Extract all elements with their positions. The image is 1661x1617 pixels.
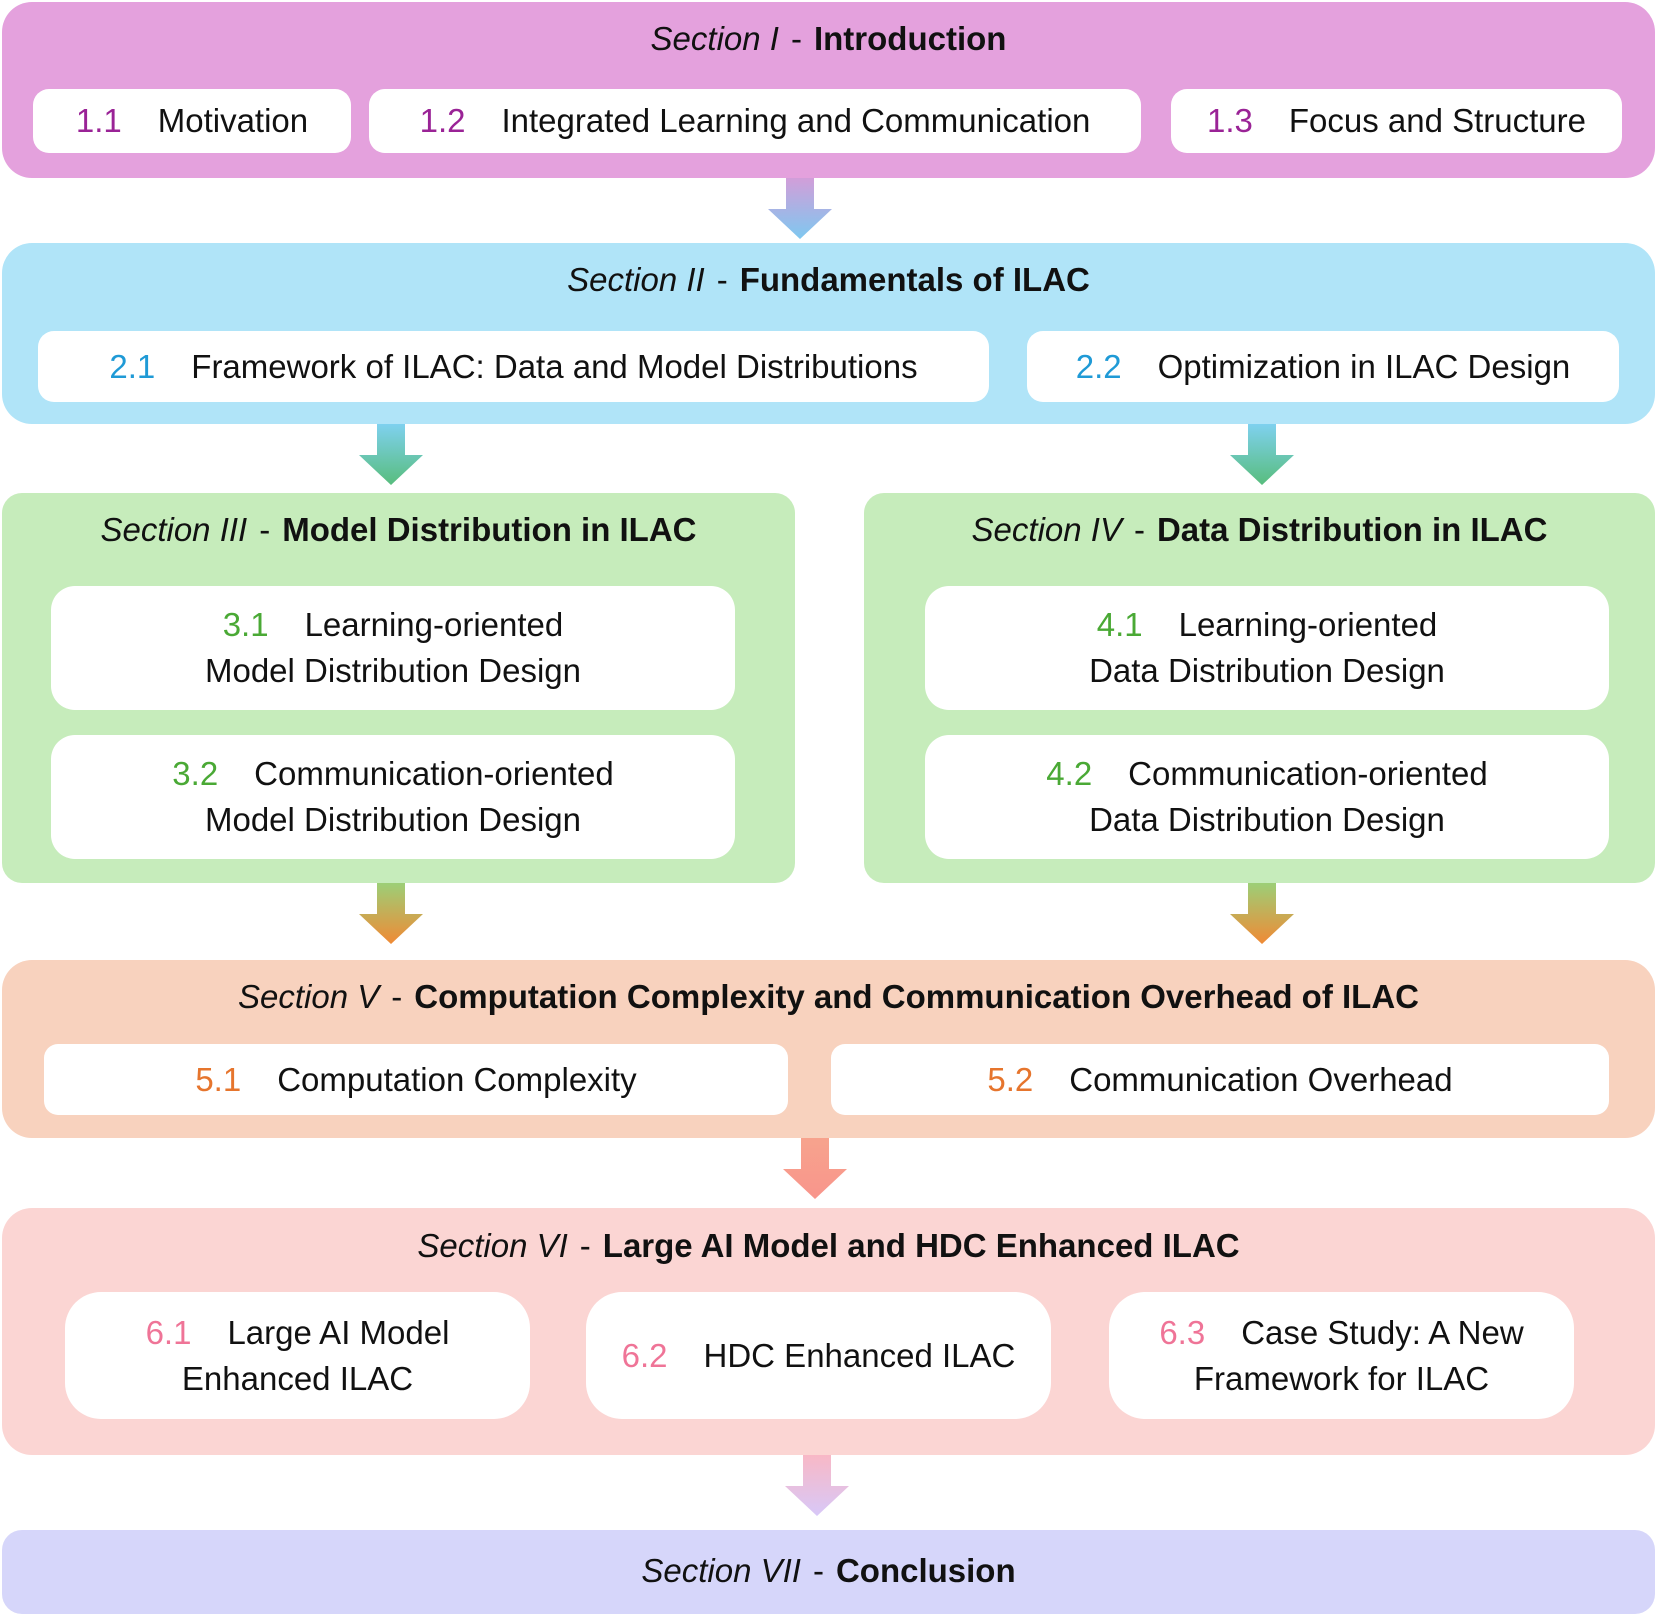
section-4-heading: Section IV-Data Distribution in ILAC — [971, 511, 1548, 548]
arrow-sec2-to-sec4 — [1230, 424, 1294, 485]
subsection-title-line2: Framework for ILAC — [1193, 1359, 1490, 1397]
subsection-title-line1: Large AI Model — [227, 1313, 450, 1351]
arrow-sec3-to-sec5 — [359, 883, 423, 944]
section-title: Large AI Model and HDC Enhanced ILAC — [602, 1227, 1240, 1264]
section-label: Section II — [567, 261, 705, 298]
section-5-heading: Section V-Computation Complexity and Com… — [238, 978, 1419, 1015]
arrow-sec1-to-sec2 — [768, 178, 832, 239]
section-label: Section IV — [971, 511, 1122, 548]
subsection-6-2: 6.2 HDC Enhanced ILAC — [586, 1292, 1051, 1419]
subsection-number: 2.2 — [1075, 347, 1122, 385]
section-label: Section V — [238, 978, 380, 1015]
subsection-title: Framework of ILAC: Data and Model Distri… — [191, 347, 918, 385]
section-4-data-distribution: Section IV-Data Distribution in ILAC 4.1… — [864, 493, 1655, 883]
subsection-number: 5.1 — [195, 1060, 242, 1098]
subsection-number: 2.1 — [109, 347, 156, 385]
subsection-title-line2: Model Distribution Design — [204, 652, 581, 689]
subsection-title: HDC Enhanced ILAC — [703, 1336, 1016, 1374]
subsection-title-line1: Case Study: A New — [1241, 1313, 1524, 1351]
section-6-heading: Section VI-Large AI Model and HDC Enhanc… — [417, 1227, 1240, 1264]
subsection-number: 6.1 — [145, 1313, 192, 1351]
subsection-5-2: 5.2 Communication Overhead — [831, 1044, 1609, 1115]
section-6-large-ai-hdc: Section VI-Large AI Model and HDC Enhanc… — [2, 1208, 1655, 1455]
subsection-1-2: 1.2 Integrated Learning and Communication — [369, 89, 1141, 153]
subsection-title-line1: Communication-oriented — [254, 755, 614, 792]
subsection-title: Computation Complexity — [277, 1060, 637, 1098]
subsection-title: Communication Overhead — [1069, 1060, 1453, 1098]
subsection-title-line1: Learning-oriented — [304, 606, 564, 643]
subsection-number: 1.3 — [1206, 102, 1253, 139]
section-title: Computation Complexity and Communication… — [414, 978, 1419, 1015]
subsection-number: 6.3 — [1159, 1313, 1206, 1351]
section-title: Introduction — [813, 20, 1007, 57]
subsection-number: 3.2 — [172, 755, 219, 792]
subsection-2-2: 2.2 Optimization in ILAC Design — [1027, 331, 1619, 402]
subsection-title: Integrated Learning and Communication — [501, 102, 1091, 139]
section-title: Fundamentals of ILAC — [739, 261, 1090, 298]
subsection-title-line1: Learning-oriented — [1178, 606, 1438, 643]
section-2-fundamentals: Section II-Fundamentals of ILAC 2.1 Frame… — [2, 243, 1655, 424]
subsection-title-line2: Enhanced ILAC — [181, 1359, 414, 1397]
section-1-introduction: Section I-Introduction 1.1 Motivation 1.2… — [2, 2, 1655, 178]
subsection-number: 6.2 — [621, 1336, 668, 1374]
subsection-title: Optimization in ILAC Design — [1157, 347, 1571, 385]
subsection-1-3: 1.3 Focus and Structure — [1171, 89, 1622, 153]
arrow-sec4-to-sec5 — [1230, 883, 1294, 944]
section-title: Data Distribution in ILAC — [1156, 511, 1548, 548]
section-label: Section I — [650, 20, 779, 57]
subsection-number: 1.1 — [75, 102, 122, 139]
subsection-2-1: 2.1 Framework of ILAC: Data and Model Dis… — [38, 331, 989, 402]
section-3-model-distribution: Section III-Model Distribution in ILAC 3… — [2, 493, 795, 883]
subsection-title: Focus and Structure — [1288, 102, 1587, 139]
section-3-heading: Section III-Model Distribution in ILAC — [100, 511, 697, 548]
subsection-title-line1: Communication-oriented — [1128, 755, 1488, 792]
section-5-complexity-overhead: Section V-Computation Complexity and Com… — [2, 960, 1655, 1138]
subsection-number: 1.2 — [419, 102, 466, 139]
subsection-title-line2: Model Distribution Design — [204, 801, 581, 838]
subsection-number: 3.1 — [222, 606, 269, 643]
section-7-conclusion: Section VII-Conclusion — [2, 1530, 1655, 1614]
section-7-heading: Section VII-Conclusion — [641, 1552, 1016, 1589]
subsection-title-line2: Data Distribution Design — [1089, 801, 1445, 838]
subsection-title: Motivation — [157, 102, 309, 139]
section-label: Section VII — [641, 1552, 801, 1589]
section-1-heading: Section I-Introduction — [650, 20, 1007, 57]
section-label: Section III — [100, 511, 248, 548]
subsection-1-1: 1.1 Motivation — [33, 89, 351, 153]
subsection-title-line2: Data Distribution Design — [1089, 652, 1445, 689]
section-2-heading: Section II-Fundamentals of ILAC — [567, 261, 1090, 298]
section-title: Conclusion — [835, 1552, 1016, 1589]
subsection-number: 5.2 — [987, 1060, 1034, 1098]
arrow-sec5-to-sec6 — [783, 1138, 847, 1199]
subsection-number: 4.2 — [1046, 755, 1093, 792]
arrow-sec6-to-sec7 — [785, 1455, 849, 1516]
section-label: Section VI — [417, 1227, 568, 1264]
subsection-number: 4.1 — [1096, 606, 1143, 643]
arrow-sec2-to-sec3 — [359, 424, 423, 485]
subsection-5-1: 5.1 Computation Complexity — [44, 1044, 788, 1115]
section-title: Model Distribution in ILAC — [282, 511, 697, 548]
